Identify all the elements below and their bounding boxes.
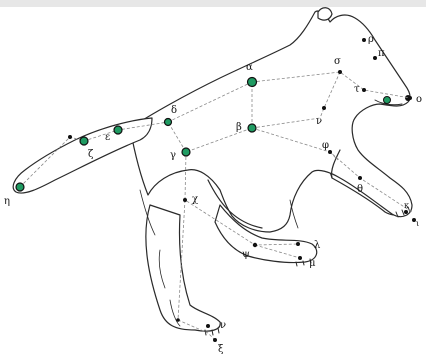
star-psi xyxy=(253,243,257,247)
label-alpha: α xyxy=(246,62,253,73)
bear-back-hind-leg xyxy=(146,205,220,331)
star-delta xyxy=(165,119,172,126)
label-rho: ρ xyxy=(368,34,374,45)
star-omicron-ring xyxy=(384,97,391,104)
star-nu xyxy=(322,106,326,110)
star-alpha xyxy=(248,78,257,87)
label-phi: φ xyxy=(322,140,329,151)
star-nu2 xyxy=(206,324,210,328)
star-theta xyxy=(358,176,362,180)
label-eta: η xyxy=(4,196,10,207)
label-pi: π xyxy=(378,48,385,59)
label-zeta: ζ xyxy=(88,149,94,160)
label-epsilon: ε xyxy=(105,132,110,143)
star-zeta xyxy=(80,137,88,145)
star-mu xyxy=(298,256,302,260)
label-iota: ι xyxy=(416,219,419,228)
label-nu: ν xyxy=(316,116,322,127)
star-rho xyxy=(362,38,366,42)
star-sigma xyxy=(338,70,342,74)
label-kappa: κ xyxy=(404,201,409,210)
bear-tail xyxy=(13,118,152,193)
label-xi: ξ xyxy=(218,344,224,355)
label-omicron: ο xyxy=(416,94,422,105)
star-faint-leg xyxy=(176,318,180,322)
star-kappa xyxy=(404,210,408,214)
label-gamma: γ xyxy=(170,150,176,161)
star-eta xyxy=(16,183,24,191)
star-pi xyxy=(373,56,377,60)
star-tau xyxy=(362,88,366,92)
label-chi: χ xyxy=(192,194,198,205)
star-gamma xyxy=(182,148,190,156)
label-beta: β xyxy=(236,122,242,133)
label-lambda: λ xyxy=(314,240,321,251)
label-nu2: ν xyxy=(220,320,226,331)
label-psi: ψ xyxy=(242,249,250,260)
star-chi xyxy=(183,198,187,202)
bear-ear xyxy=(318,8,332,20)
label-mu: μ xyxy=(309,258,316,269)
label-sigma: σ xyxy=(334,56,341,67)
star-xi xyxy=(213,338,217,342)
star-beta xyxy=(248,124,256,132)
star-lambda xyxy=(296,242,300,246)
label-tau: τ xyxy=(354,84,360,95)
label-delta: δ xyxy=(171,105,177,116)
label-theta: θ xyxy=(357,184,363,195)
star-alcor xyxy=(68,135,72,139)
star-epsilon xyxy=(114,126,122,134)
star-omicron xyxy=(408,96,412,100)
